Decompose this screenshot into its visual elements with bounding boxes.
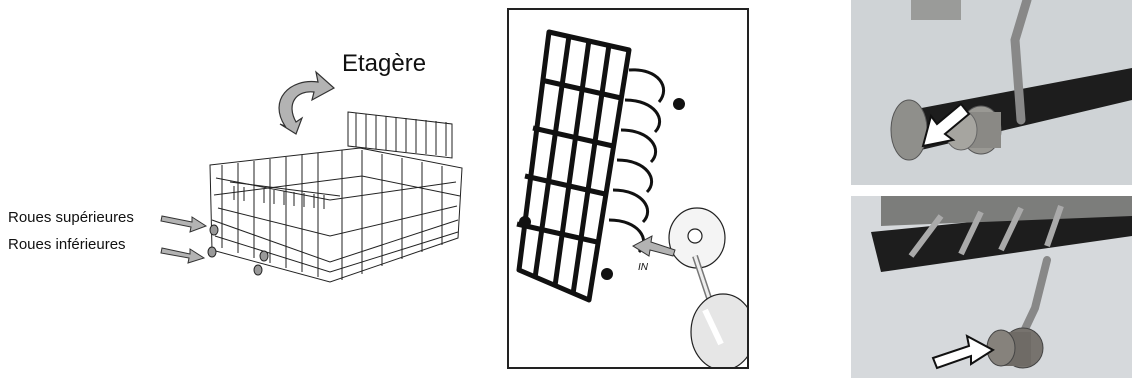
white-outline-arrow-icon (921, 102, 971, 148)
dish-rack-illustration (160, 70, 463, 283)
grey-pointer-arrow-icon (631, 235, 676, 257)
white-outline-arrow-icon (931, 334, 995, 370)
curved-double-arrow-icon (278, 70, 336, 135)
lower-wheel (259, 250, 269, 262)
lower-wheel (253, 264, 263, 276)
upper-wheels-label: Roues supérieures (8, 209, 134, 226)
rack-side-grid (516, 29, 632, 303)
upper-wheel (209, 224, 219, 236)
wheel-photo-bottom-image (851, 196, 1132, 378)
wheel-detail-illustration (516, 29, 747, 367)
grey-pointer-arrow-icon (160, 215, 208, 233)
wheel-photo-top-image (851, 0, 1132, 185)
grey-pointer-arrow-icon (160, 247, 206, 264)
wheel-assembly (668, 207, 747, 367)
shelf-label: Etagère (342, 50, 427, 77)
wheel-photo-bottom (851, 196, 1132, 378)
rack-wireframe (209, 111, 463, 283)
lower-wheel (207, 246, 217, 258)
dish-rack-figure: Etagère Roues supérieures Roues inférieu… (0, 0, 490, 378)
rack-clips (519, 98, 685, 280)
insertion-direction-label: IN (638, 262, 648, 273)
rack-wheels (207, 224, 269, 276)
lower-wheels-label: Roues inférieures (8, 236, 126, 253)
wheel-detail-figure (507, 8, 749, 369)
wheel-photo-top (851, 0, 1132, 185)
